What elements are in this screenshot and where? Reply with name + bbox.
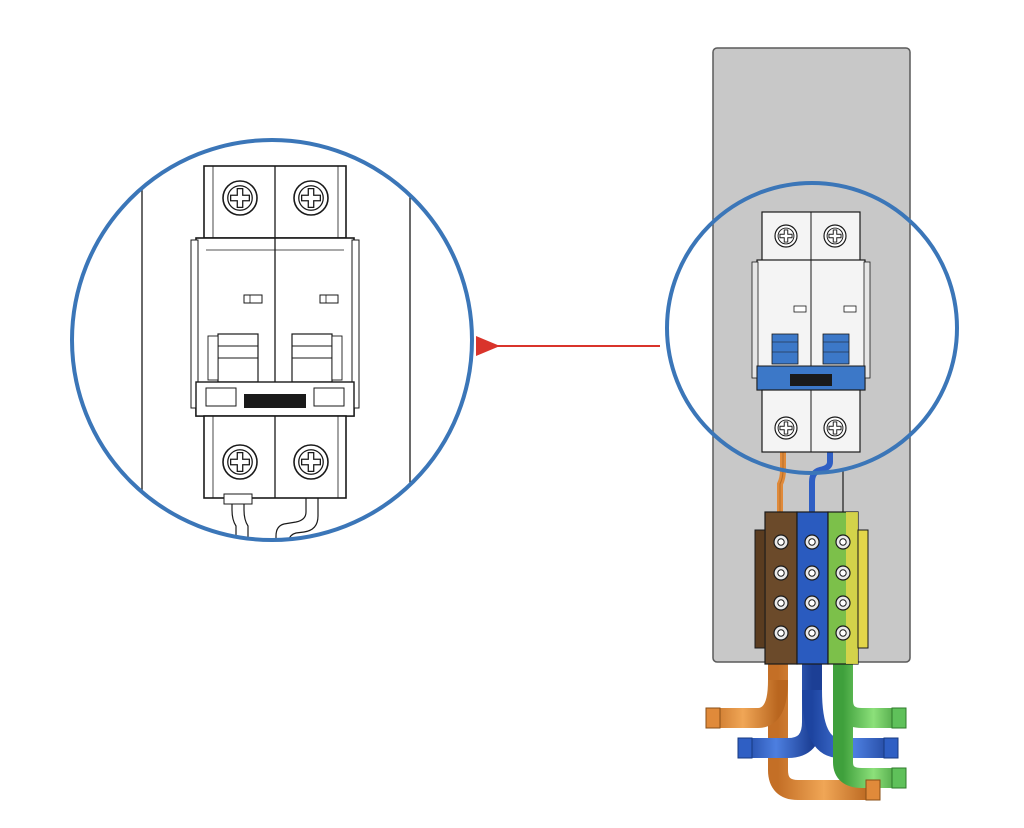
wire-brown [768, 662, 870, 800]
screw-icon [774, 416, 798, 440]
callout-circle-small [665, 181, 959, 475]
terminal-screw-icon [773, 595, 789, 611]
terminal-screw-icon [804, 595, 820, 611]
screw-icon [293, 444, 329, 480]
zoom-detail [72, 140, 472, 540]
terminal-screw-icon [773, 534, 789, 550]
callout-circle-large [70, 138, 474, 542]
terminal-screw-icon [835, 565, 851, 581]
screw-icon [774, 224, 798, 248]
screw-icon [823, 224, 847, 248]
wire-green-yellow-branch [833, 700, 904, 788]
screw-icon [823, 416, 847, 440]
terminal-block [754, 511, 869, 665]
terminal-screw-icon [804, 625, 820, 641]
terminal-screw-icon [835, 595, 851, 611]
terminal-screw-icon [773, 625, 789, 641]
cable-bundle [705, 662, 907, 801]
terminal-screw-icon [835, 625, 851, 641]
terminal-screw-icon [804, 565, 820, 581]
terminal-screw-icon [835, 534, 851, 550]
wire-brown-branch [708, 679, 788, 728]
terminal-screw-icon [804, 534, 820, 550]
screw-icon [293, 180, 329, 216]
screw-icon [222, 180, 258, 216]
terminal-screw-icon [773, 565, 789, 581]
screw-icon [222, 444, 258, 480]
two-pole-circuit-breaker [751, 211, 871, 453]
